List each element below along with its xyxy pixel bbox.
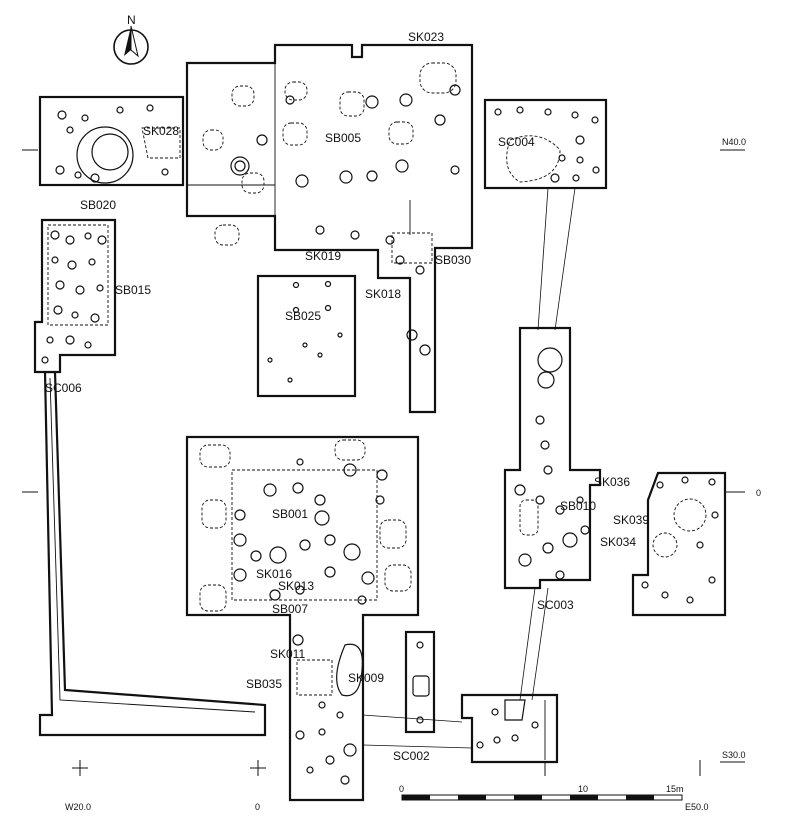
trench-central [185,435,420,802]
grid-label-n40: N40.0 [722,137,746,147]
grid-label-w20: W20.0 [65,802,91,812]
label-sk018: SK018 [365,287,401,301]
trench-northeast [483,98,608,190]
trench-east [631,471,727,617]
trench-east-strip [503,326,602,590]
label-sb030: SB030 [435,253,471,267]
trench-sb025 [256,274,357,398]
trench-south-small [460,693,559,764]
label-sk013: SK013 [278,579,314,593]
scale-tick-10: 10 [578,784,588,794]
trench-west-long [38,370,267,737]
label-sk039: SK039 [613,513,649,527]
label-sc003: SC003 [537,598,574,612]
label-sk028: SK028 [143,124,179,138]
scale-tick-15: 15m [666,784,684,794]
label-sc004: SC004 [498,135,535,149]
north-arrow-icon: N [113,13,149,65]
label-sk016: SK016 [256,567,292,581]
grid-label-zero-bottom: 0 [255,802,260,812]
label-sb007: SB007 [272,602,308,616]
grid-label-zero-right: 0 [756,488,761,498]
trench-west [33,218,117,374]
label-sb035: SB035 [246,677,282,691]
label-sc002: SC002 [393,749,430,763]
label-sk009: SK009 [348,671,384,685]
grid-label-s30: S30.0 [722,750,746,760]
label-sk019: SK019 [305,249,341,263]
label-sk023: SK023 [408,30,444,44]
connector-lines [362,187,576,749]
label-sk034: SK034 [600,535,636,549]
label-sb020: SB020 [80,198,116,212]
label-sb001: SB001 [272,507,308,521]
scale-tick-0: 0 [399,784,404,794]
scale-bar: 0 10 15m [399,784,684,801]
north-label: N [127,13,136,27]
label-sk036: SK036 [594,475,630,489]
label-sb010: SB010 [560,499,596,513]
grid-label-e50: E50.0 [685,802,709,812]
label-sk011: SK011 [270,647,305,661]
label-sb015: SB015 [115,283,151,297]
label-sc006: SC006 [45,381,82,395]
label-sb025: SB025 [285,309,321,323]
label-sb005: SB005 [325,131,361,145]
